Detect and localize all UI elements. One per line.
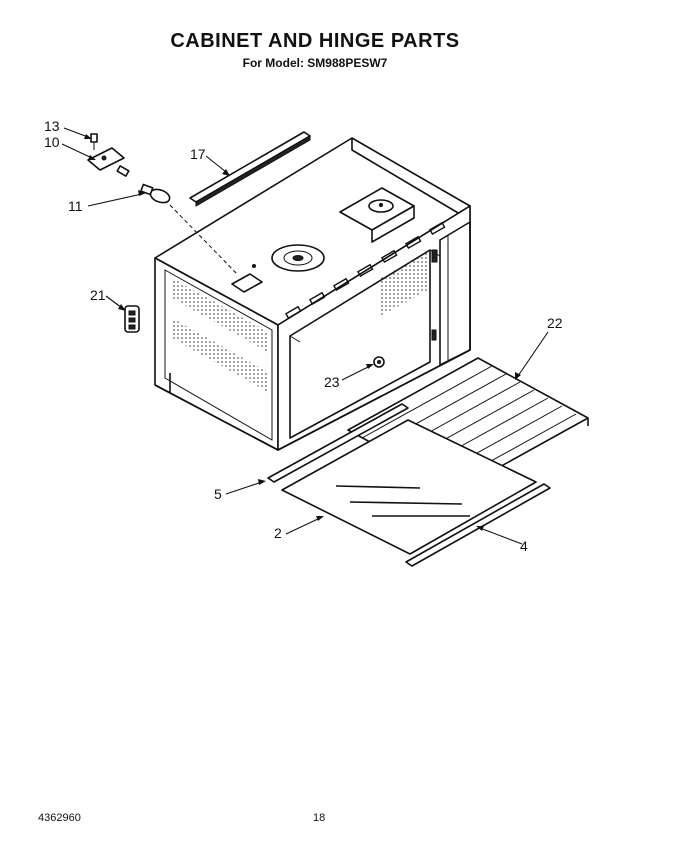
- callout-22: 22: [547, 315, 563, 331]
- stud-part-23: [373, 356, 385, 368]
- page-number: 18: [313, 812, 326, 824]
- callout-leaders: [61, 127, 549, 545]
- callout-21: 21: [90, 287, 106, 303]
- screw-part-13: [90, 133, 98, 150]
- cabinet-body: [154, 137, 471, 451]
- callout-2: 2: [274, 525, 282, 541]
- callout-4: 4: [520, 538, 528, 554]
- trim-strip-part-17: [189, 131, 311, 207]
- model-line: For Model: SM988PESW7: [242, 56, 388, 70]
- diagram-title: CABINET AND HINGE PARTS: [170, 30, 460, 52]
- lamp-bulb-part-11: [140, 183, 171, 204]
- lamp-bracket-part-10: [87, 147, 130, 177]
- callout-13: 13: [44, 118, 60, 134]
- latch-part-21: [124, 305, 140, 333]
- hinge-strip-part-5: [267, 403, 409, 483]
- callout-10: 10: [44, 134, 60, 150]
- callout-23: 23: [324, 374, 340, 390]
- document-number: 4362960: [38, 812, 81, 824]
- hinge-strip-part-4: [405, 483, 551, 567]
- callout-17: 17: [190, 146, 206, 162]
- glass-panel-part-2: [281, 419, 537, 555]
- callout-11: 11: [68, 198, 83, 214]
- callout-5: 5: [214, 486, 222, 502]
